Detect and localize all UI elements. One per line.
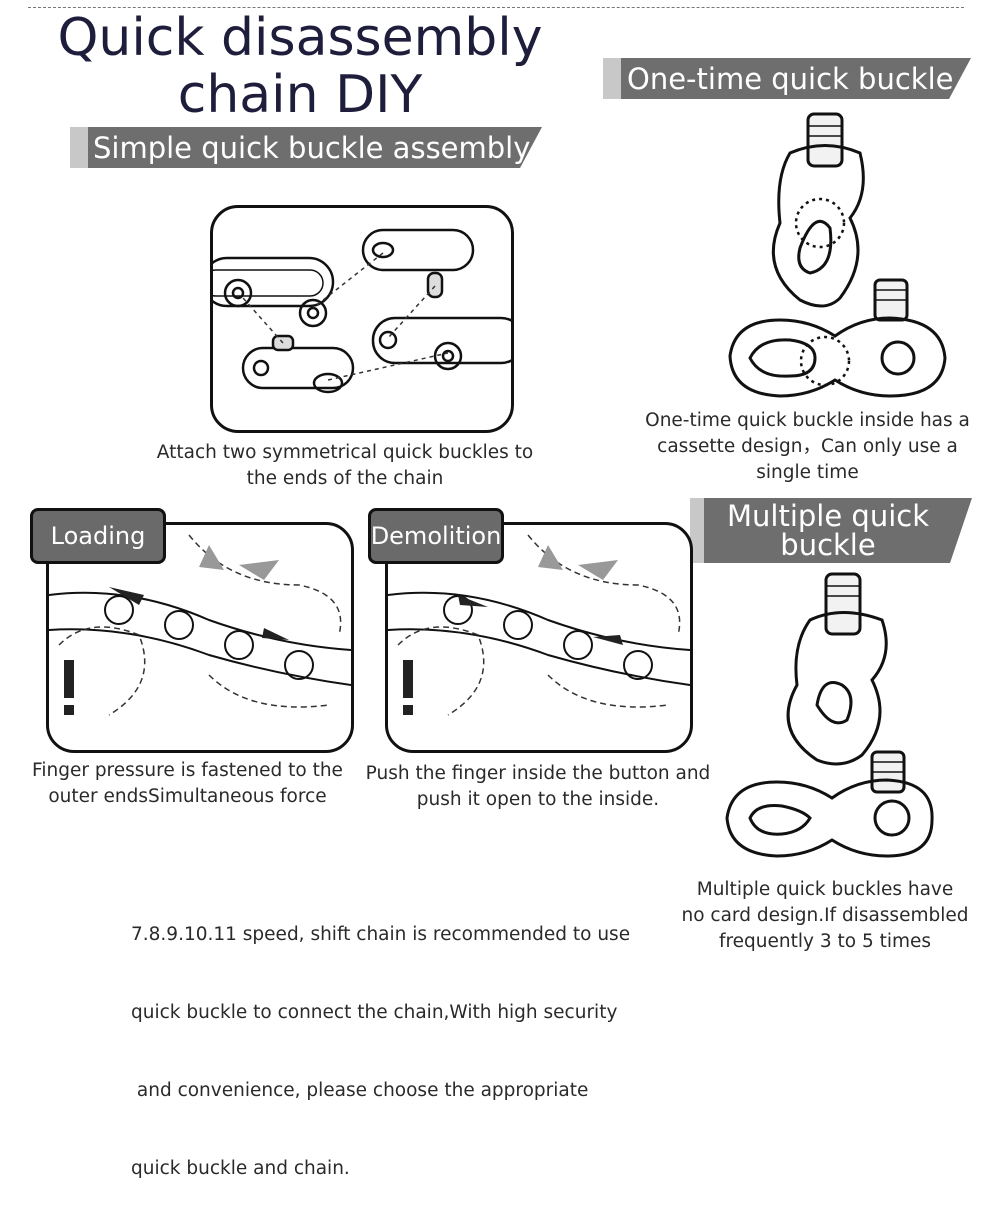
demolition-caption-line-1: Push the finger inside the button and	[365, 763, 711, 784]
multiple-caption-line-3: frequently 3 to 5 times	[718, 931, 932, 952]
one-time-caption-line-1: One-time quick buckle inside has a	[645, 410, 970, 431]
note-line-1: 7.8.9.10.11 speed, shift chain is recomm…	[131, 924, 631, 945]
multiple-caption-line-2: no card design.If disassembled	[681, 905, 969, 926]
multiple-caption-line-1: Multiple quick buckles have	[696, 879, 954, 900]
loading-caption: Finger pressure is fastened to the outer…	[20, 758, 355, 810]
multiple-banner: Multiple quick buckle	[690, 498, 972, 563]
one-time-caption-line-3: single time	[756, 462, 859, 483]
title-line-1: Quick disassembly	[57, 8, 543, 68]
assembly-caption: Attach two symmetrical quick buckles to …	[130, 440, 560, 492]
note-line-2: quick buckle to connect the chain,With h…	[131, 1002, 618, 1023]
title-line-2: chain DIY	[177, 65, 423, 125]
loading-caption-line-1: Finger pressure is fastened to the	[32, 760, 343, 781]
multiple-heading-line-2: buckle	[780, 527, 876, 562]
simple-assembly-heading: Simple quick buckle assembly	[93, 130, 531, 165]
loading-caption-line-2: outer endsSimultaneous force	[48, 786, 327, 807]
one-time-buckle-illustration	[728, 112, 947, 398]
demolition-illustration	[385, 522, 693, 753]
demolition-drawing	[388, 534, 690, 716]
one-time-caption: One-time quick buckle inside has a casse…	[630, 408, 985, 486]
page-title: Quick disassembly chain DIY	[40, 10, 560, 124]
multiple-heading-line-1: Multiple quick	[727, 498, 929, 533]
loading-drawing	[49, 534, 351, 716]
one-time-banner: One-time quick buckle	[603, 58, 971, 99]
note-line-3: and convenience, please choose the appro…	[131, 1080, 589, 1101]
speed-recommendation-note: 7.8.9.10.11 speed, shift chain is recomm…	[131, 870, 651, 1208]
chain-assembly-drawing	[213, 228, 511, 394]
top-dashed-divider	[28, 7, 964, 8]
assembly-caption-line-2: the ends of the chain	[246, 468, 444, 489]
multiple-heading: Multiple quick buckle	[708, 502, 948, 560]
assembly-illustration	[210, 205, 514, 433]
one-time-heading: One-time quick buckle	[627, 61, 954, 96]
demolition-caption: Push the finger inside the button and pu…	[358, 761, 718, 813]
demolition-caption-line-2: push it open to the inside.	[416, 789, 660, 810]
assembly-caption-line-1: Attach two symmetrical quick buckles to	[156, 442, 534, 463]
one-time-caption-line-2: cassette design，Can only use a	[657, 436, 958, 457]
multiple-caption: Multiple quick buckles have no card desi…	[660, 877, 990, 955]
simple-assembly-banner: Simple quick buckle assembly	[70, 127, 542, 168]
note-line-4: quick buckle and chain.	[131, 1158, 350, 1179]
demolition-label: Demolition	[368, 508, 504, 564]
loading-label: Loading	[30, 508, 166, 564]
multiple-buckle-illustration	[725, 572, 934, 858]
